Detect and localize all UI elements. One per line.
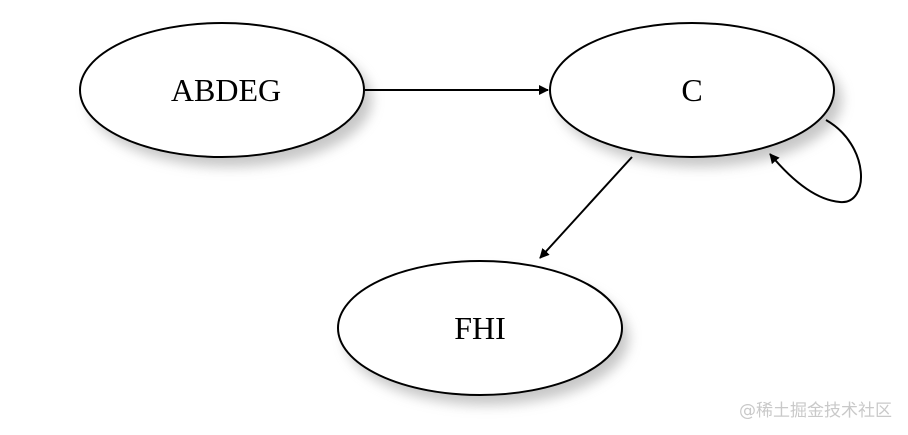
node-abdeg-ellipse [79, 22, 365, 158]
edge-c-to-fhi [539, 156, 633, 259]
edge-c-self-loop [769, 119, 862, 204]
node-c-label: C [681, 72, 702, 108]
node-fhi-label: FHI [454, 310, 506, 346]
node-c: C [549, 22, 835, 158]
node-fhi: FHI [337, 260, 623, 396]
node-abdeg: ABDEG [79, 22, 365, 158]
watermark: @稀土掘金技术社区 [739, 401, 892, 421]
node-abdeg-label: ABDEG [171, 72, 281, 108]
node-fhi-ellipse [337, 260, 623, 396]
edges [365, 85, 862, 259]
node-c-ellipse [549, 22, 835, 158]
